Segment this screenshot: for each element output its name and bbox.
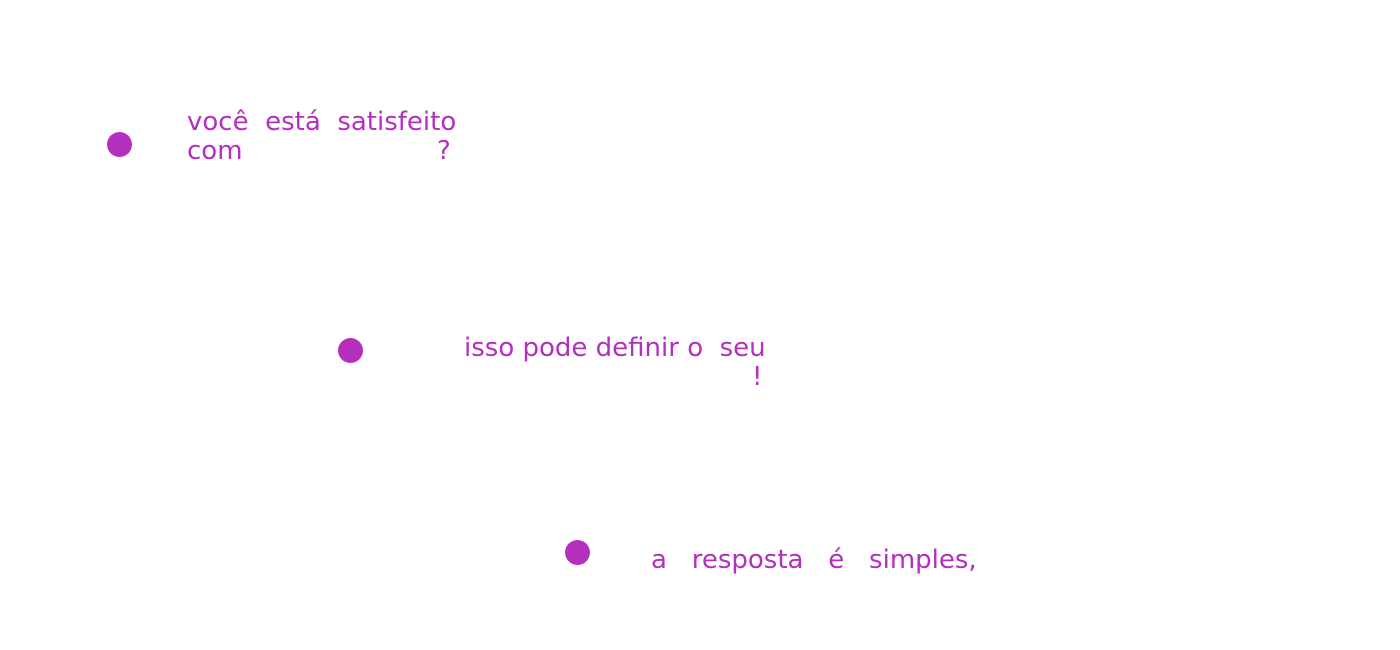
bullet-dot-icon: [338, 338, 363, 363]
statement-1-question-mark: ?: [437, 136, 451, 166]
statement-2: isso pode definir o seu !: [464, 334, 814, 394]
statement-2-exclamation-mark: !: [752, 362, 763, 392]
bullet-dot-icon: [565, 540, 590, 565]
statement-1-line-1: você está satisfeito: [187, 107, 457, 137]
statement-3: a resposta é simples,: [651, 546, 1011, 576]
statement-3-line-1: a resposta é simples,: [651, 545, 977, 575]
statement-1: você está satisfeito com ?: [187, 108, 487, 168]
statement-1-word-com: com: [187, 136, 243, 166]
bullet-dot-icon: [107, 132, 132, 157]
statement-2-line-1: isso pode definir o seu: [464, 333, 766, 363]
